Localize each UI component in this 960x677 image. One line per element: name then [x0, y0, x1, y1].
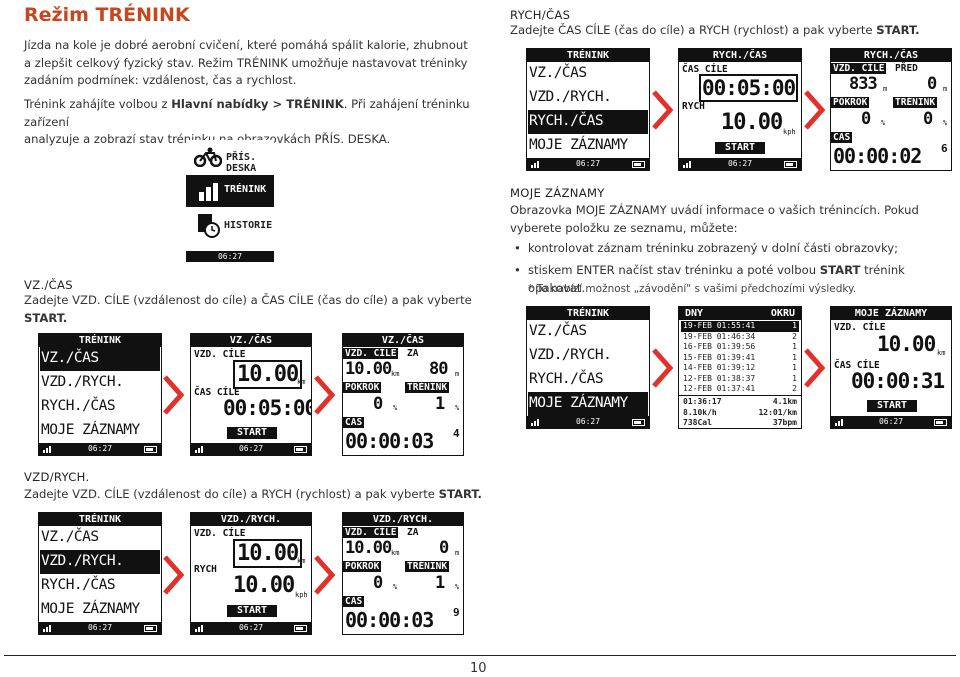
screen-title: TRÉNINK	[39, 334, 161, 347]
training-menu-screen-4: TRÉNINK VZ./ČAS VZD./RYCH. RYCH./ČAS MOJ…	[526, 306, 650, 429]
section-heading-vzdrych: VZD/RYCH.	[24, 470, 90, 484]
bar-chart-icon	[199, 183, 218, 201]
intro-text: Jízda na kole je dobré aerobní cvičení, …	[24, 38, 468, 87]
training-menu-screen-1: TRÉNINK VZ./ČAS VZD./RYCH. RYCH./ČAS MOJ…	[38, 333, 162, 456]
menu-item-vzcas[interactable]: VZ./ČAS	[40, 347, 160, 371]
arrow-icon	[163, 555, 185, 595]
section-text-vzcas: Zadejte VZD. CÍLE (vzdálenost do cíle) a…	[24, 293, 472, 325]
distance-input[interactable]: 10.00	[233, 360, 303, 389]
menu-item-vzdrych[interactable]: VZD./RYCH.	[529, 347, 612, 363]
menu-item-rychcas[interactable]: RYCH./ČAS	[528, 110, 648, 134]
bicycle-icon	[194, 147, 222, 167]
section-text-rychcas: Zadejte ČAS CÍLE (čas do cíle) a RYCH (r…	[510, 23, 920, 37]
menu-item-vzcas[interactable]: VZ./ČAS	[41, 529, 99, 545]
arrow-icon	[804, 348, 826, 388]
records-start-screen: MOJE ZÁZNAMY VZD. CÍLE 10.00 km ČAS CÍLE…	[830, 306, 952, 429]
arrow-icon	[314, 375, 336, 415]
rychcas-setup-screen: RYCH./ČAS ČAS CÍLE 00:05:00 RYCH 10.00 k…	[678, 48, 802, 171]
section-heading-rychcas: RYCH/ČAS	[510, 8, 571, 22]
time-goal-input[interactable]: 00:05:00	[699, 74, 799, 102]
training-menu-screen-3: TRÉNINK VZ./ČAS VZD./RYCH. RYCH./ČAS MOJ…	[526, 48, 650, 171]
main-menu-screen: PŘÍS. DESKA TRÉNINK HISTORIE 06:27	[186, 140, 274, 262]
start-button[interactable]: START	[715, 142, 765, 154]
clock: 06:27	[217, 252, 243, 261]
vzcas-setup-screen: VZ./ČAS VZD. CÍLE 10.00 km ČAS CÍLE 00:0…	[190, 333, 312, 456]
section-text-vzdrych: Zadejte VZD. CÍLE (vzdálenost do cíle) a…	[24, 487, 482, 501]
signal-icon	[43, 446, 55, 453]
menu-item-vzcas[interactable]: VZ./ČAS	[529, 323, 587, 339]
arrow-icon	[652, 348, 674, 388]
speed-input[interactable]: 10.00	[721, 110, 783, 135]
menu-item-rychcas[interactable]: RYCH./ČAS	[41, 577, 116, 593]
footnote: * To nabízí možnost „závodění" s vašimi …	[528, 283, 857, 295]
start-instructions: Trénink zahájíte volbou z Hlavní nabídky…	[24, 97, 470, 146]
history-menu-item[interactable]: HISTORIE	[194, 212, 272, 240]
arrow-icon	[804, 90, 826, 130]
speed-input[interactable]: 10.00	[233, 573, 295, 598]
menu-item-vzcas[interactable]: VZ./ČAS	[529, 65, 587, 81]
bullet-item: stiskem ENTER načíst stav tréninku a pot…	[514, 262, 960, 297]
menu-item-rychcas[interactable]: RYCH./ČAS	[529, 371, 604, 387]
vzdrych-progress-screen: VZD./RYCH. VZD. CÍLE ZA 10.00 km 0 m POK…	[342, 512, 464, 635]
menu-item-zaznamy[interactable]: MOJE ZÁZNAMY	[529, 137, 628, 153]
time-goal-input[interactable]: 00:05:00	[223, 396, 312, 420]
dashboard-menu-item[interactable]: PŘÍS. DESKA	[194, 145, 264, 174]
start-button[interactable]: START	[227, 605, 277, 617]
page-number: 10	[470, 661, 487, 676]
menu-item-zaznamy[interactable]: MOJE ZÁZNAMY	[41, 601, 140, 617]
menu-item-vzdrych[interactable]: VZD./RYCH.	[40, 550, 160, 574]
status-bar: 06:27	[39, 443, 161, 455]
training-menu-screen-2: TRÉNINK VZ./ČAS VZD./RYCH. RYCH./ČAS MOJ…	[38, 512, 162, 635]
battery-icon	[144, 446, 157, 453]
start-button[interactable]: START	[867, 400, 917, 412]
menu-item-vzdrych[interactable]: VZD./RYCH.	[41, 374, 124, 390]
section-text-zaznamy: Obrazovka MOJE ZÁZNAMY uvádí informace o…	[510, 203, 919, 235]
rychcas-progress-screen: RYCH./ČAS VZD. CÍLE PŘED 833 m 0 m POKRO…	[830, 48, 952, 171]
start-button[interactable]: START	[227, 427, 277, 439]
menu-item-zaznamy[interactable]: MOJE ZÁZNAMY	[528, 392, 648, 416]
arrow-icon	[652, 90, 674, 130]
bullet-item: kontrolovat záznam tréninku zobrazený v …	[514, 240, 898, 258]
footer-rule	[4, 655, 956, 656]
distance-input[interactable]: 10.00	[233, 539, 303, 568]
section-heading-zaznamy: MOJE ZÁZNAMY	[510, 186, 605, 200]
status-bar: 06:27	[186, 251, 274, 262]
page-title: Režim TRÉNINK	[24, 4, 190, 26]
vzcas-progress-screen: VZ./ČAS VZD. CÍLE ZA 10.00 km 80 m POKRO…	[342, 333, 464, 456]
history-icon	[198, 214, 220, 238]
arrow-icon	[314, 555, 336, 595]
vzdrych-setup-screen: VZD./RYCH. VZD. CÍLE 10.00 km RYCH 10.00…	[190, 512, 312, 635]
section-heading-vzcas: VZ./ČAS	[24, 278, 73, 292]
training-menu-item[interactable]: TRÉNINK	[186, 175, 274, 207]
menu-item-rychcas[interactable]: RYCH./ČAS	[41, 398, 116, 414]
arrow-icon	[163, 375, 185, 415]
menu-item-zaznamy[interactable]: MOJE ZÁZNAMY	[41, 422, 140, 438]
status-bar: 06:27	[191, 443, 311, 455]
menu-item-vzdrych[interactable]: VZD./RYCH.	[529, 89, 612, 105]
